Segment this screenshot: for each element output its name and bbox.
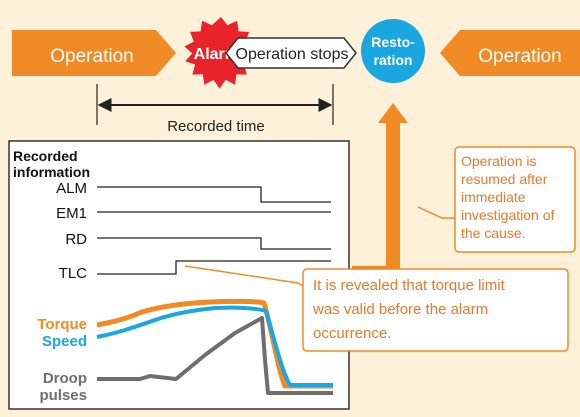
- signal-trace-tlc: [97, 260, 331, 275]
- operation-stops-box: [225, 37, 357, 69]
- restoration-label-line2: ration: [374, 52, 413, 68]
- recorded-info-panel: [8, 140, 350, 410]
- panel-title-line1: Recorded: [13, 148, 78, 164]
- torque-callout-line3: occurrence.: [313, 325, 391, 342]
- resume-callout-line2: resumed after: [461, 171, 548, 187]
- restoration-up-arrow: [352, 103, 408, 280]
- torque-callout-line1: It is revealed that torque limit: [313, 277, 506, 294]
- speed-curve: [96, 305, 333, 387]
- resume-callout-line4: investigation of: [461, 207, 555, 223]
- droop-label-line2: pulses: [39, 387, 87, 404]
- signal-label-tlc: TLC: [59, 265, 88, 282]
- torque-label: Torque: [37, 316, 87, 333]
- resume-callout-line1: Operation is: [461, 153, 536, 169]
- speed-label: Speed: [42, 333, 87, 350]
- operation-start-arrow: [12, 30, 176, 76]
- droop-pulses-curve: [97, 316, 333, 395]
- panel-title-line2: information: [13, 164, 90, 180]
- torque-callout-pointer: [184, 265, 304, 287]
- signal-trace-rd: [97, 237, 331, 250]
- resume-callout-line5: the cause.: [461, 225, 526, 241]
- droop-label-line1: Droop: [43, 370, 87, 387]
- operation-start-label: Operation: [50, 46, 133, 67]
- signal-label-em1: EM1: [56, 205, 87, 222]
- torque-callout-line2: was valid before the alarm: [312, 301, 488, 318]
- resume-callout-pointer: [417, 206, 455, 219]
- operation-stops-label: Operation stops: [236, 46, 349, 63]
- resume-callout-line3: immediate: [461, 189, 526, 205]
- operation-end-label: Operation: [478, 46, 561, 67]
- operation-end-arrow: [440, 30, 580, 76]
- signal-label-rd: RD: [65, 231, 87, 248]
- signal-trace-alm: [97, 186, 331, 203]
- restoration-circle: [361, 19, 425, 83]
- resume-callout-box: [454, 146, 576, 253]
- alarm-starburst: [184, 17, 255, 89]
- signal-label-alm: ALM: [56, 180, 87, 197]
- restoration-label-line1: Resto-: [371, 34, 415, 50]
- recorded-time-label: Recorded time: [167, 118, 265, 135]
- torque-callout-box: [302, 268, 569, 352]
